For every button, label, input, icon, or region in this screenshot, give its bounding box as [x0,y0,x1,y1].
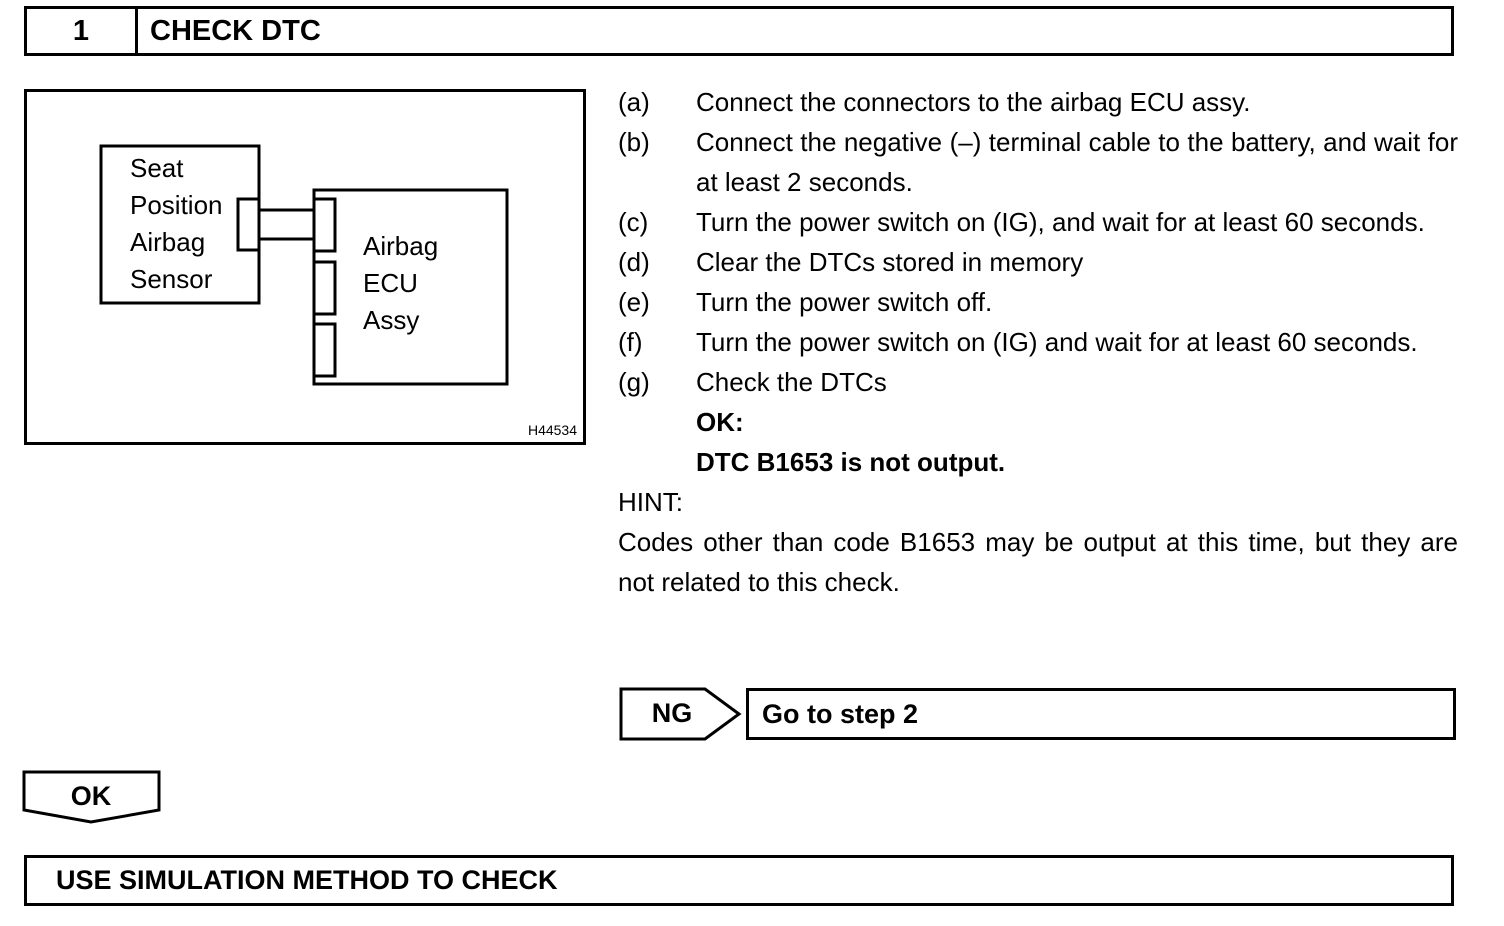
ecu-label-line: ECU [363,268,418,298]
hint-label: HINT: [618,487,683,517]
sensor-label-line: Airbag [130,227,206,257]
connector-diagram [99,144,509,386]
ecu-connector-3 [312,322,337,378]
procedure-step: (g) Check the DTCs [618,362,1458,402]
procedure-step: (f) Turn the power switch on (IG) and wa… [618,322,1458,362]
hint-text: Codes other than code B1653 may be outpu… [618,527,1458,597]
sensor-label-line: Position [130,190,223,220]
step-text: Clear the DTCs stored in memory [696,247,1084,277]
sensor-connector [236,197,261,252]
next-step-box[interactable]: USE SIMULATION METHOD TO CHECK [24,855,1454,906]
ecu-label-line: Airbag [363,231,439,261]
ecu-label-line: Assy [363,305,420,335]
step-title: CHECK DTC [150,14,321,47]
sensor-label-line: Sensor [130,264,213,294]
step-number: 1 [27,9,138,53]
step-text: Turn the power switch off. [696,287,993,317]
ecu-label: Airbag ECU Assy [363,228,438,339]
ok-criteria-text: DTC B1653 is not output. [696,447,1006,477]
procedure-step: (e) Turn the power switch off. [618,282,1458,322]
step-text: Turn the power switch on (IG), and wait … [696,207,1425,237]
step-label: (e) [618,287,650,317]
ok-criteria-label: OK: [696,407,744,437]
step-header: 1 CHECK DTC [24,6,1454,56]
ecu-connector-2 [312,260,337,316]
procedure-step: (b) Connect the negative (–) terminal ca… [618,122,1458,202]
step-label: (g) [618,367,650,397]
wiring-illustration: Seat Position Airbag Sensor Airbag ECU A… [24,89,586,445]
ng-arrow-shape [619,687,742,741]
step-text: Turn the power switch on (IG) and wait f… [696,327,1418,357]
step-label: (f) [618,327,643,357]
procedure-step: (c) Turn the power switch on (IG), and w… [618,202,1458,242]
ng-label: NG [651,697,693,728]
step-label: (b) [618,127,650,157]
ok-arrow-shape [22,770,161,824]
step-text: Connect the connectors to the airbag ECU… [696,87,1251,117]
procedure: (a) Connect the connectors to the airbag… [618,82,1458,602]
procedure-step: (d) Clear the DTCs stored in memory [618,242,1458,282]
sensor-label: Seat Position Airbag Sensor [130,150,223,298]
procedure-step: (a) Connect the connectors to the airbag… [618,82,1458,122]
step-label: (d) [618,247,650,277]
step-text: Connect the negative (–) terminal cable … [696,127,1458,197]
ok-label: OK [70,780,112,811]
ecu-connector-1 [312,197,337,253]
step-text: Check the DTCs [696,367,887,397]
ng-target-box[interactable]: Go to step 2 [746,688,1456,740]
illustration-code: H44534 [527,422,577,438]
step-label: (c) [618,207,649,237]
sensor-label-line: Seat [130,153,184,183]
step-label: (a) [618,87,650,117]
